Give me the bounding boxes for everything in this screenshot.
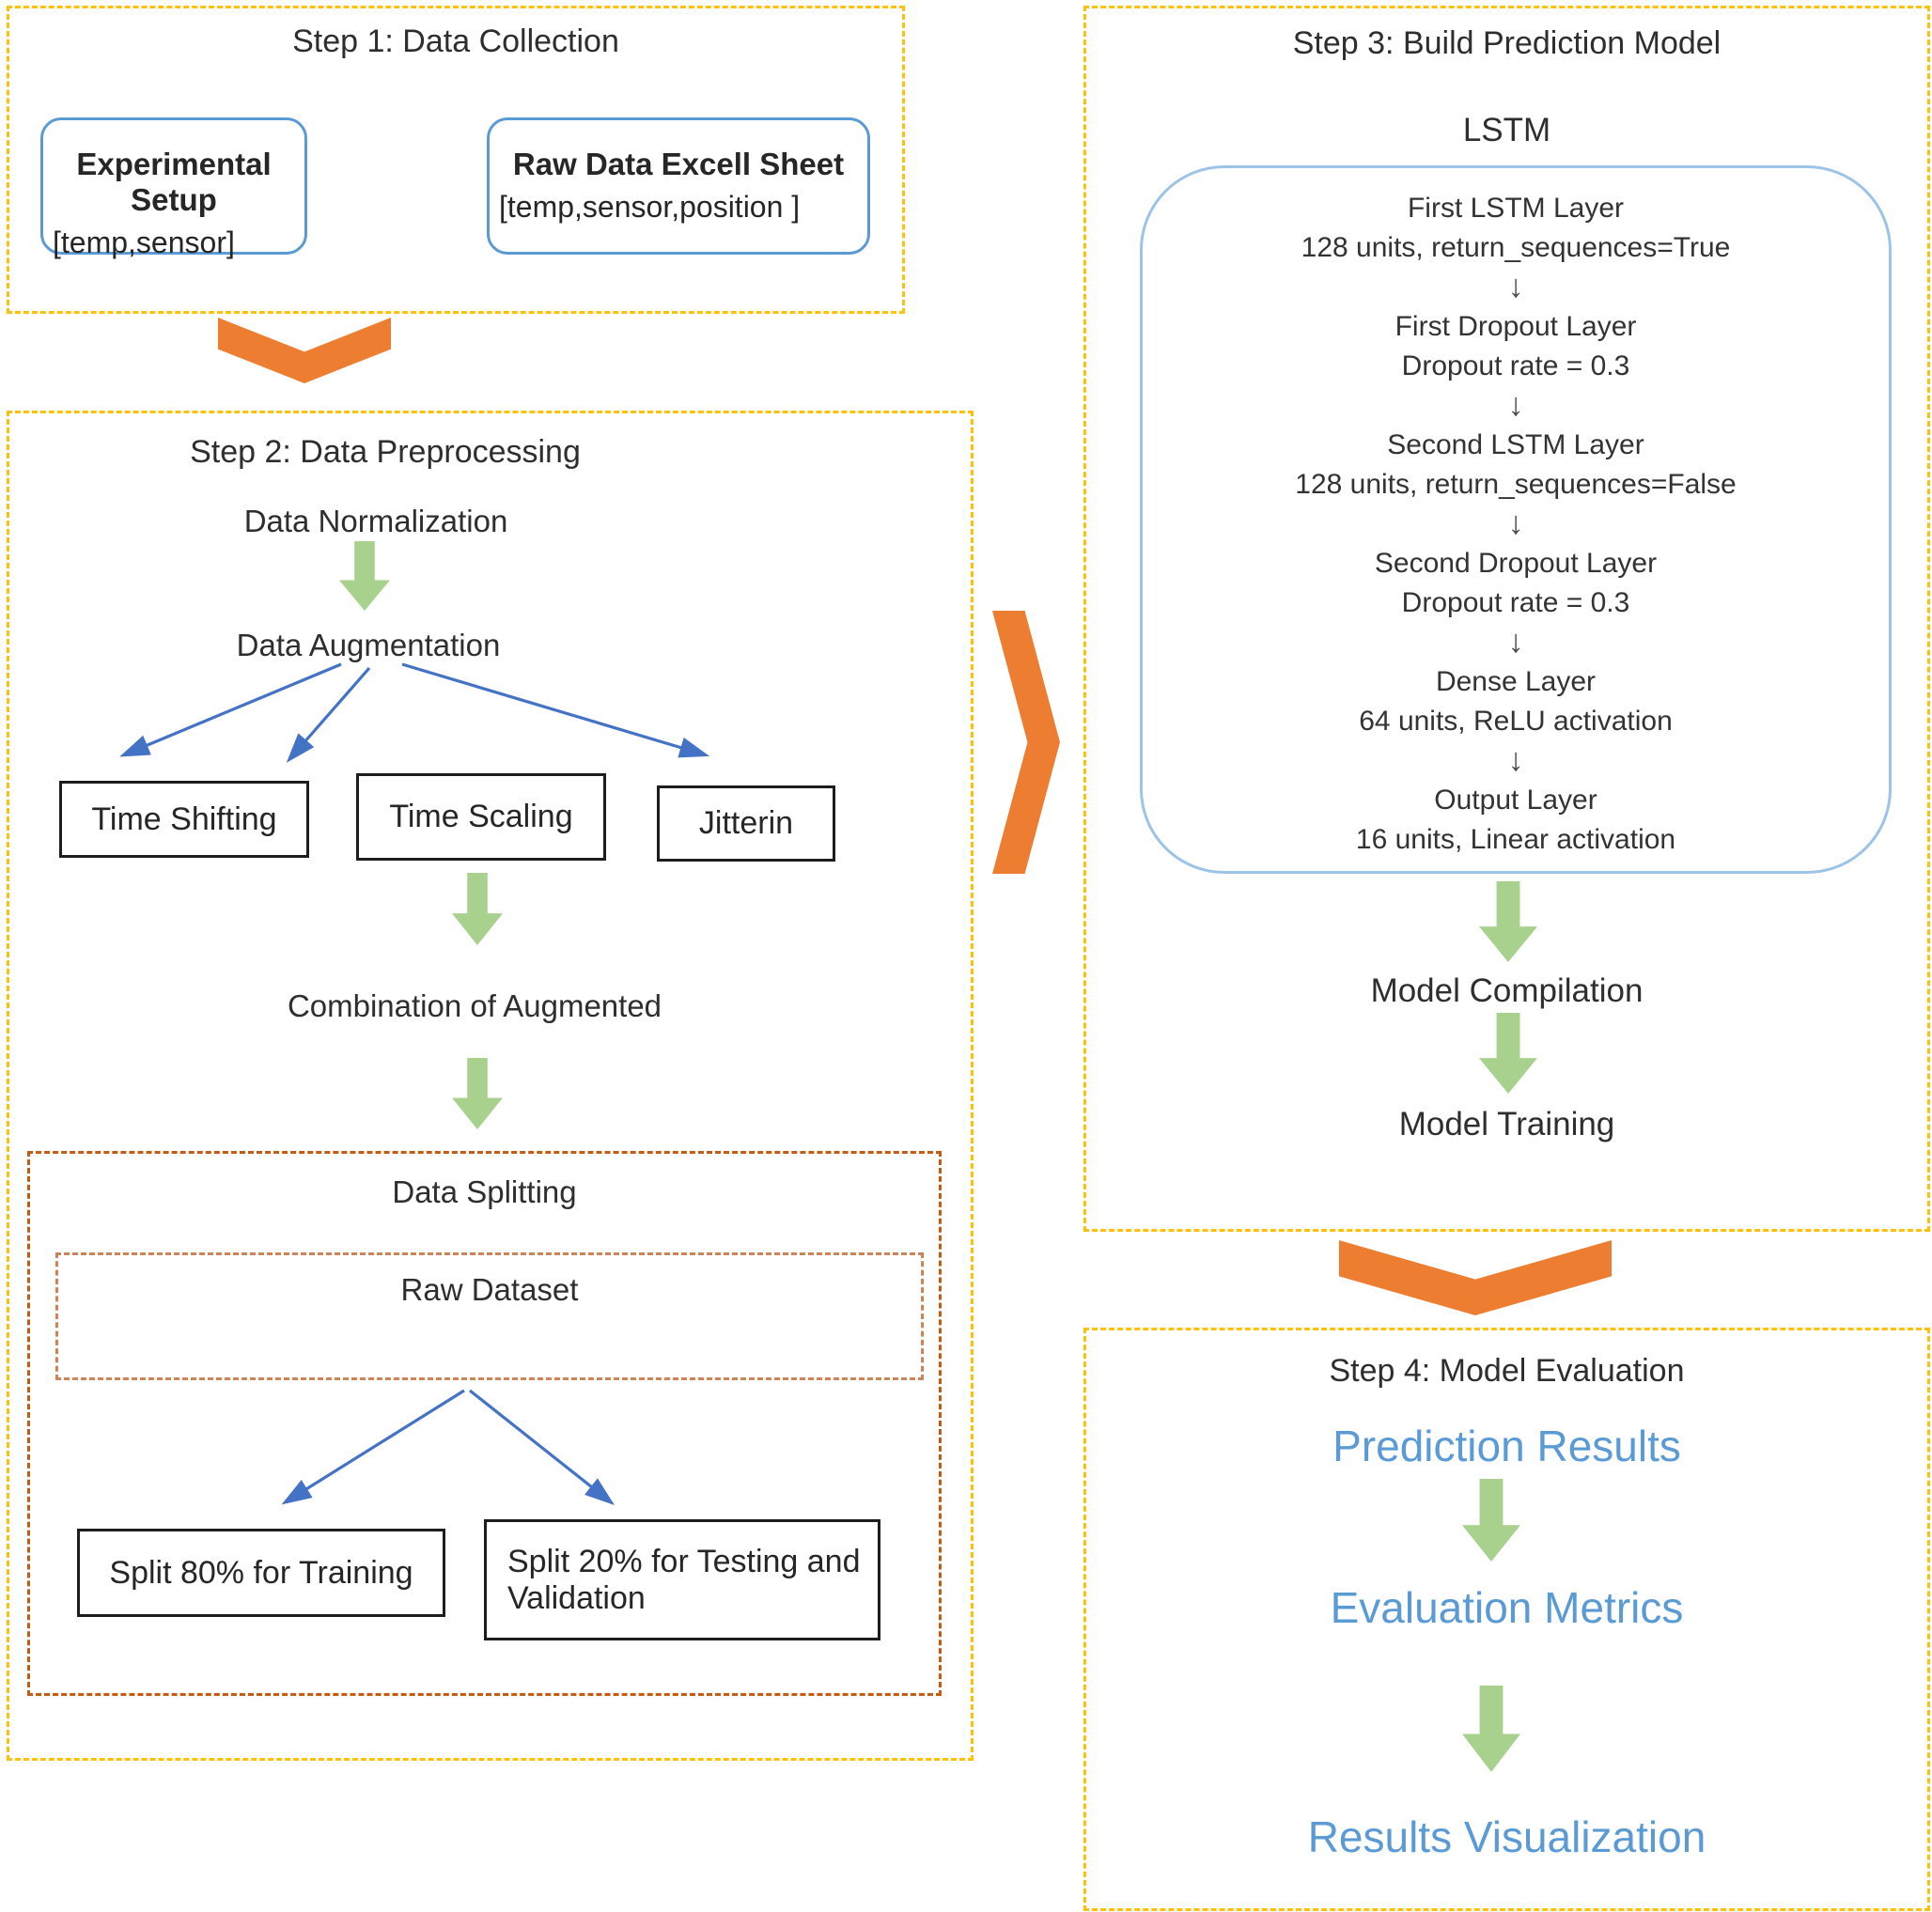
step1-container: Step 1: Data Collection Experimental Set… xyxy=(7,6,905,314)
chevron-down-icon xyxy=(218,318,391,383)
down-arrow-icon: ↓ xyxy=(1507,387,1524,423)
lstm-layer-name: First LSTM Layer xyxy=(1407,193,1625,224)
lstm-layer-detail: 16 units, Linear activation xyxy=(1355,824,1676,855)
split-test-label: Split 20% for Testing and Validation xyxy=(507,1543,861,1616)
lstm-layer-name: Dense Layer xyxy=(1435,666,1597,697)
green-arrow-icon xyxy=(452,1058,503,1129)
experimental-setup-title: Experimental Setup xyxy=(76,147,272,217)
prediction-results-label: Prediction Results xyxy=(1332,1422,1681,1470)
split-test-box: Split 20% for Testing and Validation xyxy=(484,1519,880,1640)
blue-arrow-right xyxy=(401,662,710,758)
step3-title: Step 3: Build Prediction Model xyxy=(1292,25,1722,61)
green-arrow-icon xyxy=(1462,1686,1520,1772)
model-compilation-label: Model Compilation xyxy=(1370,972,1644,1009)
jitterin-label: Jitterin xyxy=(698,805,794,841)
time-shifting-box: Time Shifting xyxy=(59,781,309,858)
raw-dataset-box: Raw Dataset xyxy=(55,1252,924,1380)
lstm-layer-name: Output Layer xyxy=(1434,785,1597,816)
split-train-label: Split 80% for Training xyxy=(109,1554,413,1591)
split-train-box: Split 80% for Training xyxy=(77,1529,445,1617)
step2-container: Step 2: Data Preprocessing Data Normaliz… xyxy=(7,411,974,1761)
results-visualization-label: Results Visualization xyxy=(1307,1812,1706,1861)
down-arrow-icon: ↓ xyxy=(1507,505,1524,541)
lstm-layer-detail: Dropout rate = 0.3 xyxy=(1401,587,1630,618)
time-shifting-label: Time Shifting xyxy=(91,801,277,837)
down-arrow-icon: ↓ xyxy=(1507,624,1524,660)
step4-title: Step 4: Model Evaluation xyxy=(1329,1353,1685,1389)
blue-arrow-left xyxy=(119,662,342,757)
step1-title: Step 1: Data Collection xyxy=(292,23,619,59)
blue-arrow-split-left xyxy=(281,1389,465,1505)
raw-data-subtitle: [temp,sensor,position ] xyxy=(499,190,801,224)
experimental-setup-subtitle: [temp,sensor] xyxy=(53,225,235,259)
split-arrows xyxy=(281,1389,615,1505)
data-augmentation-label: Data Augmentation xyxy=(236,628,501,662)
down-arrow-icon: ↓ xyxy=(1507,742,1524,778)
jitterin-box: Jitterin xyxy=(657,785,835,862)
green-arrow-icon xyxy=(1479,1013,1537,1094)
lstm-layer-detail: 64 units, ReLU activation xyxy=(1359,706,1673,737)
chevron-right-icon xyxy=(992,611,1060,874)
lstm-layer-name: Second LSTM Layer xyxy=(1387,429,1644,460)
down-arrow-icon: ↓ xyxy=(1507,269,1524,304)
chevron-down-icon xyxy=(1339,1240,1612,1315)
data-normalization-label: Data Normalization xyxy=(243,504,508,538)
model-training-label: Model Training xyxy=(1398,1106,1615,1143)
step4-container: Step 4: Model Evaluation Prediction Resu… xyxy=(1083,1328,1930,1911)
raw-data-box: Raw Data Excell Sheet [temp,sensor,posit… xyxy=(487,117,870,255)
lstm-layer-detail: Dropout rate = 0.3 xyxy=(1401,350,1630,381)
data-splitting-title: Data Splitting xyxy=(392,1174,577,1209)
step2-title: Step 2: Data Preprocessing xyxy=(190,434,581,470)
raw-dataset-label: Raw Dataset xyxy=(400,1272,579,1307)
green-arrow-icon xyxy=(1462,1479,1520,1562)
lstm-layer-name: First Dropout Layer xyxy=(1394,311,1637,342)
time-scaling-box: Time Scaling xyxy=(356,773,606,861)
blue-arrow-split-right xyxy=(469,1389,615,1505)
time-scaling-label: Time Scaling xyxy=(389,799,573,834)
green-arrow-icon xyxy=(339,541,390,611)
augmentation-fan-arrows xyxy=(119,662,710,763)
green-arrow-icon xyxy=(1479,881,1537,962)
green-arrow-icon xyxy=(452,873,503,945)
raw-data-title: Raw Data Excell Sheet xyxy=(512,147,845,181)
experimental-setup-box: Experimental Setup [temp,sensor] xyxy=(40,117,307,259)
data-splitting-box: Data Splitting Raw Dataset xyxy=(27,1151,942,1696)
lstm-label: LSTM xyxy=(1462,112,1551,148)
lstm-layer-detail: 128 units, return_sequences=False xyxy=(1295,469,1737,500)
step3-container: Step 3: Build Prediction Model LSTM Firs… xyxy=(1083,6,1930,1232)
lstm-layer-detail: 128 units, return_sequences=True xyxy=(1301,232,1731,263)
lstm-layer-name: Second Dropout Layer xyxy=(1374,548,1658,579)
blue-arrow-middle xyxy=(286,666,371,763)
combination-label: Combination of Augmented xyxy=(287,988,662,1023)
evaluation-metrics-label: Evaluation Metrics xyxy=(1330,1583,1684,1632)
lstm-architecture-box: First LSTM Layer 128 units, return_seque… xyxy=(1140,165,1892,874)
